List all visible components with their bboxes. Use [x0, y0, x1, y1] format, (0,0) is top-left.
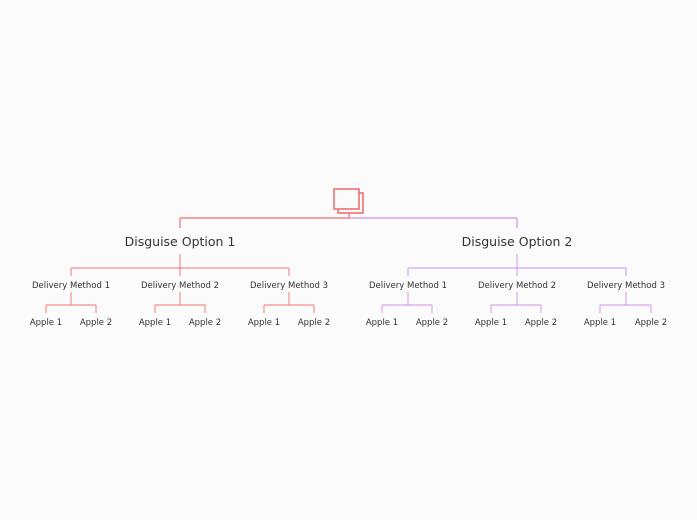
leaf-apple-2[interactable]: Apple 2: [189, 318, 221, 328]
stacked-pages-icon[interactable]: [333, 188, 364, 214]
subtopic-delivery-method-2[interactable]: Delivery Method 2: [141, 281, 219, 291]
leaf-apple-1[interactable]: Apple 1: [30, 318, 62, 328]
leaf-apple-2[interactable]: Apple 2: [298, 318, 330, 328]
leaf-apple-1[interactable]: Apple 1: [584, 318, 616, 328]
leaf-apple-2[interactable]: Apple 2: [525, 318, 557, 328]
subtopic-delivery-method-2[interactable]: Delivery Method 2: [478, 281, 556, 291]
leaf-apple-2[interactable]: Apple 2: [80, 318, 112, 328]
subtopic-delivery-method-3[interactable]: Delivery Method 3: [250, 281, 328, 291]
leaf-apple-1[interactable]: Apple 1: [248, 318, 280, 328]
branch-disguise-option-1: Disguise Option 1 Delivery Method 1 Deli…: [30, 234, 330, 328]
leaf-apple-1[interactable]: Apple 1: [475, 318, 507, 328]
leaf-apple-2[interactable]: Apple 2: [416, 318, 448, 328]
subtopic-delivery-method-1[interactable]: Delivery Method 1: [32, 281, 110, 291]
leaf-apple-2[interactable]: Apple 2: [635, 318, 667, 328]
leaf-apple-1[interactable]: Apple 1: [366, 318, 398, 328]
connector-lines: [45, 213, 652, 313]
leaf-apple-1[interactable]: Apple 1: [139, 318, 171, 328]
topic-disguise-option-1[interactable]: Disguise Option 1: [125, 234, 236, 249]
branch-disguise-option-2: Disguise Option 2 Delivery Method 1 Deli…: [366, 234, 667, 328]
subtopic-delivery-method-3[interactable]: Delivery Method 3: [587, 281, 665, 291]
subtopic-delivery-method-1[interactable]: Delivery Method 1: [369, 281, 447, 291]
topic-disguise-option-2[interactable]: Disguise Option 2: [462, 234, 573, 249]
